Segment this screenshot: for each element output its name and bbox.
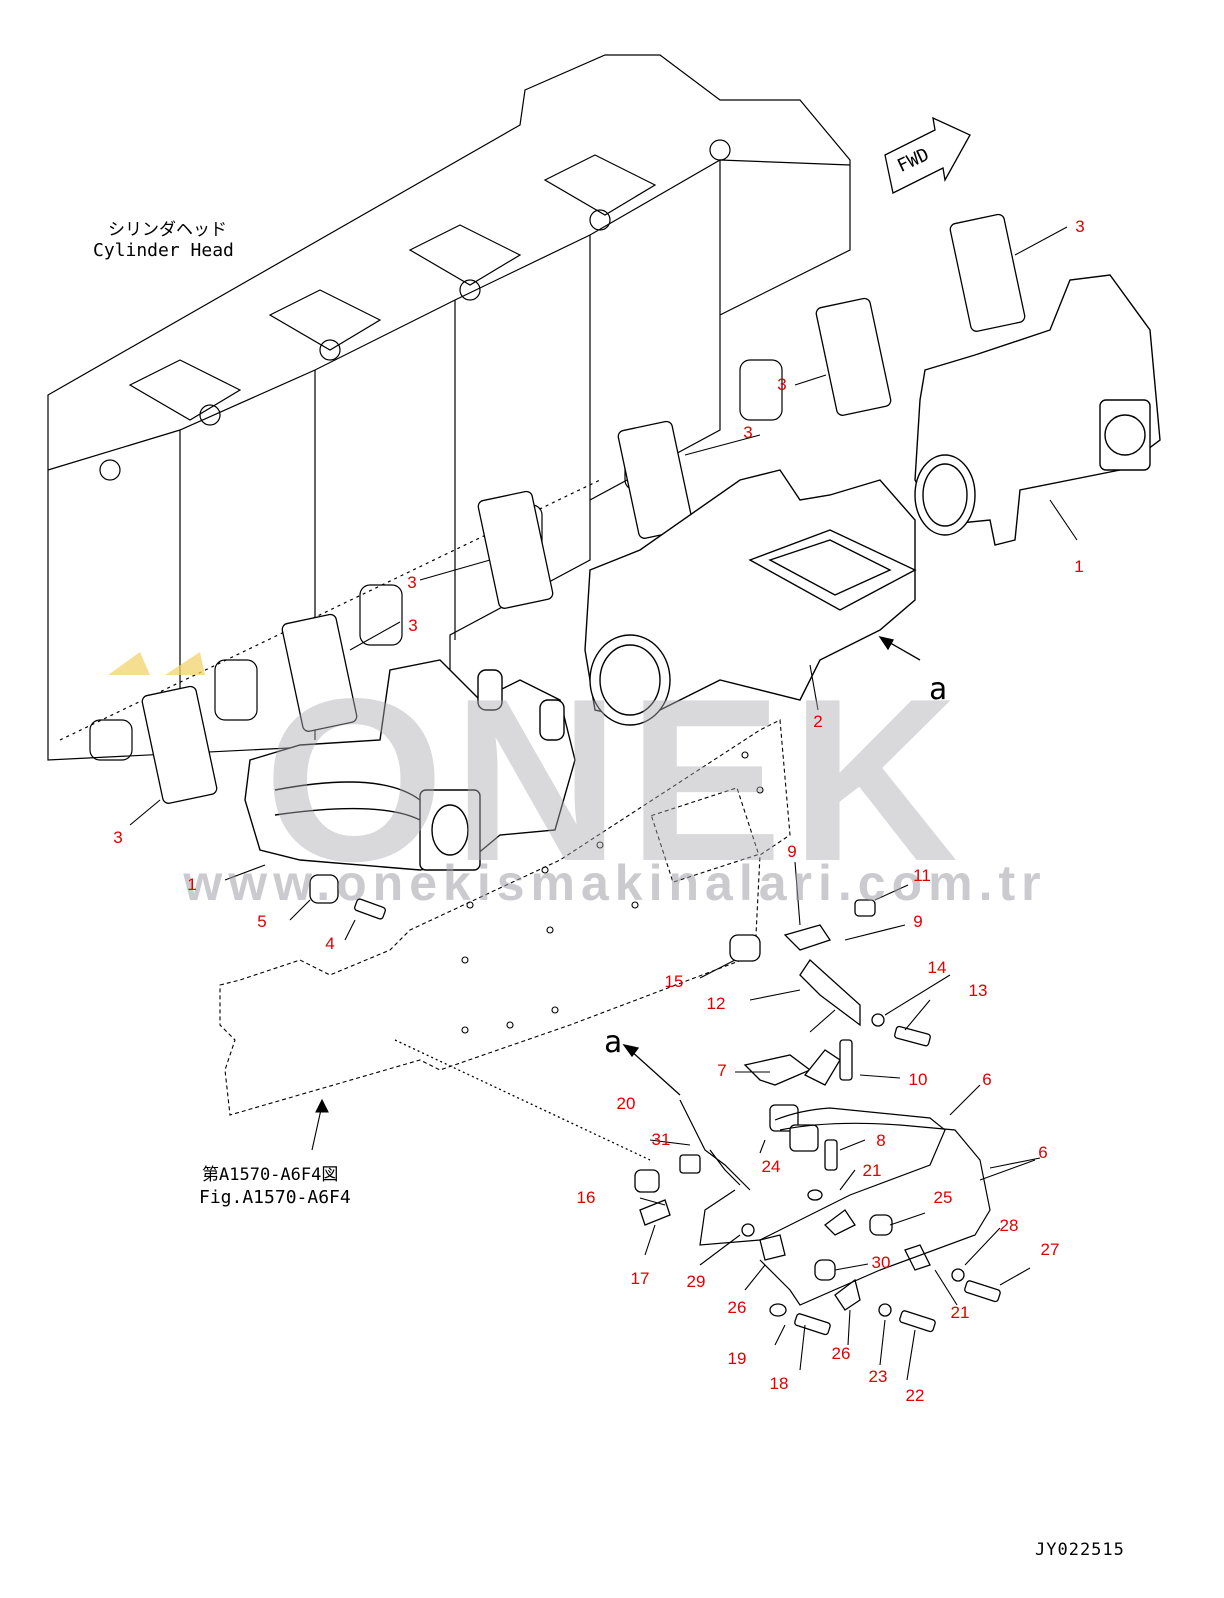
cover-plate: [219, 719, 791, 1116]
callout-label: 15: [664, 972, 684, 991]
fwd-arrow: [884, 116, 971, 194]
detail-a-label-top: a: [929, 672, 948, 707]
callout-label: 16: [576, 1188, 596, 1207]
callout-label: 9: [787, 842, 797, 861]
exhaust-manifold-rear: [244, 659, 576, 871]
callout-label: 6: [1038, 1143, 1048, 1162]
callout-label: 14: [927, 958, 947, 977]
callout-label: 21: [950, 1303, 970, 1322]
callout-label: 7: [717, 1061, 727, 1080]
callout-label: 18: [769, 1374, 789, 1393]
callout-label: 1: [1074, 557, 1084, 576]
callout-label: 28: [999, 1216, 1019, 1235]
callout-label: 2: [813, 712, 823, 731]
exhaust-manifold-front: [914, 274, 1161, 546]
callout-label: 24: [761, 1157, 781, 1176]
callout-label: 3: [113, 828, 123, 847]
callout-label: 11: [913, 866, 931, 885]
callout-label: 3: [777, 375, 787, 394]
callout-label: 13: [968, 981, 988, 1000]
detail-arrows: [394, 635, 921, 1161]
callout-label: 3: [407, 573, 417, 592]
callout-label: 20: [616, 1094, 636, 1113]
callout-label: 1: [187, 875, 197, 894]
callout-label: 19: [727, 1349, 747, 1368]
callout-label: 3: [743, 423, 753, 442]
drawing-code: JY022515: [1035, 1540, 1125, 1560]
leader-lines: [129, 226, 1078, 1381]
exhaust-manifold-center: [584, 469, 917, 726]
callout-label: 17: [630, 1269, 650, 1288]
callout-label: 10: [908, 1070, 928, 1089]
callout-label: 26: [831, 1344, 851, 1363]
callout-label: 25: [933, 1188, 953, 1207]
callout-label: 22: [905, 1386, 925, 1405]
callout-label: 21: [862, 1161, 882, 1180]
figure-reference-en: Fig.A1570-A6F4: [199, 1187, 351, 1208]
callout-label: 3: [1075, 217, 1085, 236]
watermark-accent: [108, 652, 205, 675]
callout-label: 4: [325, 934, 335, 953]
callout-label: 12: [706, 994, 726, 1013]
figure-reference-jp: 第A1570-A6F4図: [202, 1165, 339, 1185]
callout-label: 29: [686, 1272, 706, 1291]
callout-label: 8: [876, 1131, 886, 1150]
watermark-brand: ONEK: [263, 651, 967, 910]
detail-a-label-bottom: a: [604, 1025, 623, 1060]
callout-label: 3: [408, 616, 418, 635]
watermark-url: www.onekismakinalari.com.tr: [183, 855, 1047, 911]
callout-label: 31: [651, 1130, 671, 1149]
cylinder-head-label-en: Cylinder Head: [93, 240, 234, 261]
hardware: [309, 874, 1001, 1336]
callout-label: 6: [982, 1070, 992, 1089]
callout-label: 23: [868, 1367, 888, 1386]
callout-label: 9: [913, 912, 923, 931]
callout-label: 30: [871, 1253, 891, 1272]
gaskets: [141, 213, 1026, 804]
callout-label: 26: [727, 1298, 747, 1317]
callout-label: 5: [257, 912, 267, 931]
wire-harness: [679, 1099, 991, 1306]
callout-label: 27: [1040, 1240, 1060, 1259]
cylinder-head-label-jp: シリンダヘッド: [108, 220, 227, 240]
